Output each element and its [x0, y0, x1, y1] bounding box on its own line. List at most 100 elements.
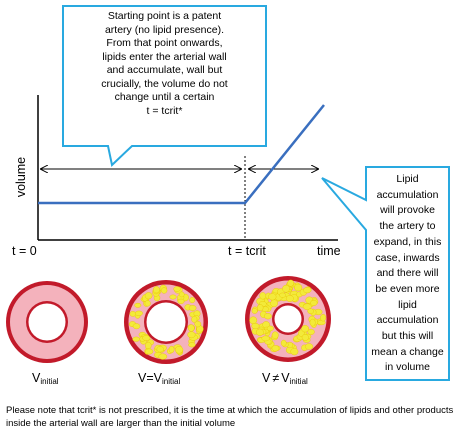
footnote: Please note that tcrit* is not prescribe… — [6, 405, 454, 429]
lipid-droplet — [177, 298, 185, 305]
caption-main: V=V — [138, 371, 162, 385]
lipid-droplet — [282, 284, 290, 293]
lipid-droplet — [249, 316, 258, 325]
lipid-droplet — [320, 314, 327, 322]
caption-tail: V — [281, 371, 290, 385]
lipid-droplet — [134, 310, 143, 316]
volume-curve — [38, 104, 325, 205]
lipid-droplet — [173, 286, 181, 292]
lipid-droplet — [152, 286, 160, 294]
lipid-droplet — [255, 328, 264, 336]
lipid-droplet — [144, 292, 153, 300]
top-callout-line: From that point onwards, — [106, 37, 223, 49]
lipid-droplet — [191, 316, 198, 323]
y-axis-label: volume — [14, 156, 28, 198]
right-callout-line: Lipid — [396, 173, 419, 185]
lipid-droplet — [134, 302, 142, 308]
top-callout-line: t = tcrit* — [146, 104, 183, 117]
right-callout-line: the artery to — [379, 220, 436, 233]
lipid-droplet — [307, 308, 314, 315]
artery-initial — [6, 281, 88, 363]
lipid-droplet — [132, 323, 141, 330]
lipid-droplet — [187, 331, 196, 339]
lipid-droplet — [188, 342, 196, 348]
lipid-droplet — [302, 303, 312, 310]
right-callout-line: and there will — [376, 267, 439, 280]
lipid-droplet — [271, 331, 279, 339]
lipid-droplet — [309, 318, 316, 327]
top-callout-line: Starting point is a patent — [107, 10, 222, 22]
caption-sub: initial — [40, 377, 59, 386]
lipid-droplet — [129, 311, 137, 317]
caption-v-initial: Vinitial — [32, 371, 59, 386]
right-callout-line: case, inwards — [375, 251, 440, 264]
caption-sub: initial — [289, 377, 308, 386]
caption-main: V — [262, 371, 271, 385]
lipid-droplet — [168, 345, 175, 354]
right-callout-line: mean a change — [371, 345, 444, 358]
top-callout-line: lipids enter the arterial wall — [102, 50, 227, 63]
lipid-droplet — [280, 339, 287, 347]
lipid-droplet — [187, 324, 195, 332]
not-equal-sign: ≠ — [272, 371, 280, 385]
caption-sub: initial — [161, 377, 181, 386]
top-callout-box — [62, 5, 267, 167]
right-callout-line: lipid — [398, 298, 417, 311]
right-callout-text: Lipid accumulation will provoke the arte… — [366, 172, 449, 376]
lipid-droplet — [145, 348, 154, 355]
lipid-droplet — [194, 321, 202, 328]
lipid-droplet — [287, 279, 295, 287]
lipid-droplet — [144, 300, 151, 307]
lipid-droplet — [301, 334, 309, 341]
right-callout-line: be even more — [375, 282, 440, 295]
top-callout-line: and accumulate, wall but — [106, 64, 223, 76]
right-callout-box — [321, 166, 450, 381]
right-callout-line: accumulation — [376, 314, 439, 327]
top-callout-line: change until a certain — [114, 91, 215, 103]
right-callout-line: but this will — [381, 330, 434, 343]
right-callout-line: in volume — [385, 361, 430, 374]
lipid-droplet — [270, 299, 278, 308]
lipid-droplet — [189, 297, 196, 304]
lipid-droplet — [279, 292, 286, 298]
lipid-droplet — [156, 346, 164, 353]
top-callout-line: crucially, the volume do not — [101, 77, 228, 90]
right-callout-line: will provoke — [380, 204, 435, 217]
x-axis-label: time — [317, 244, 341, 258]
caption-v-neq-initial: V≠Vinitial — [262, 371, 308, 386]
lipid-droplet — [263, 313, 272, 320]
lipid-droplet — [251, 308, 258, 314]
lipid-droplet — [175, 346, 184, 354]
lipid-droplet — [304, 343, 314, 350]
tcrit-label: t = tcrit — [228, 244, 266, 258]
lipid-droplet — [158, 353, 168, 360]
lipid-droplet — [251, 323, 260, 330]
lipid-droplet — [307, 328, 315, 335]
lipid-droplet — [290, 348, 299, 356]
lipid-droplet — [160, 287, 168, 294]
lipid-droplet — [259, 292, 267, 300]
caption-v-eq-initial: V=Vinitial — [138, 371, 180, 386]
lipid-droplet — [188, 305, 197, 311]
lipid-droplet — [169, 294, 177, 300]
lipid-droplet — [257, 304, 264, 312]
artery-lipid-changed-volume — [245, 276, 331, 362]
t0-label: t = 0 — [12, 244, 37, 258]
lipid-droplet — [303, 287, 312, 294]
lipid-droplet — [294, 283, 303, 292]
lipid-droplet — [261, 335, 270, 342]
lipid-droplet — [142, 335, 151, 341]
lipid-droplet — [178, 291, 185, 298]
lipid-droplet — [132, 336, 140, 342]
top-callout-text: Starting point is a patent artery (no li… — [63, 10, 266, 118]
lipid-droplet — [271, 345, 280, 352]
lipid-droplet — [268, 293, 277, 301]
top-callout-line: artery (no lipid presence). — [104, 23, 225, 36]
right-callout-line: expand, in this — [373, 235, 442, 248]
caption-main: V — [32, 371, 41, 385]
artery-lipid-same-volume — [124, 280, 208, 364]
lipid-droplet — [285, 295, 294, 302]
lipid-droplet — [266, 325, 274, 332]
lipid-droplet — [310, 300, 318, 306]
